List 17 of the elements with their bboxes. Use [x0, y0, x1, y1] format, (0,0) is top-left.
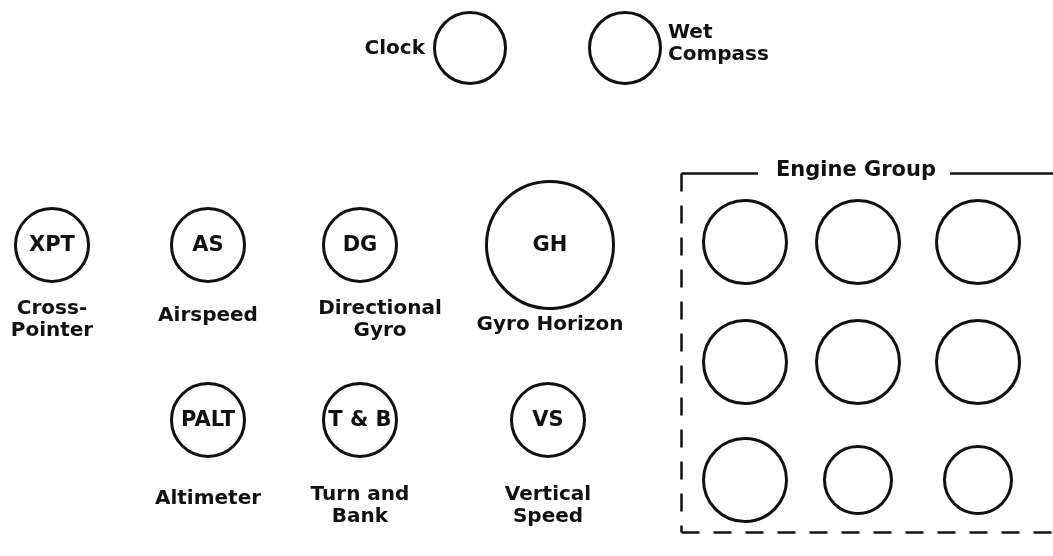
instrument-label: Airspeed	[157, 303, 259, 325]
instrument-abbreviation: PALT	[180, 409, 236, 430]
instrument-label: Directional Gyro	[317, 296, 443, 340]
instrument-label: Turn and Bank	[309, 482, 411, 526]
instrument-label: Altimeter	[153, 486, 263, 508]
instrument-abbreviation: AS	[191, 234, 225, 255]
instrument-label: Wet Compass	[668, 20, 770, 64]
instrument-abbreviation: DG	[341, 234, 379, 255]
instrument-label: Cross-Pointer	[9, 296, 95, 340]
group-heading: Engine Group	[776, 159, 937, 180]
instrument-abbreviation: VS	[531, 409, 565, 430]
instrument-label: Clock	[363, 36, 425, 58]
instrument-abbreviation: GH	[531, 234, 569, 255]
instrument-abbreviation: T & B	[327, 409, 393, 430]
instrument-label: Vertical Speed	[503, 482, 593, 526]
instrument-label: Gyro Horizon	[475, 312, 625, 334]
instrument-abbreviation: XPT	[28, 234, 76, 255]
